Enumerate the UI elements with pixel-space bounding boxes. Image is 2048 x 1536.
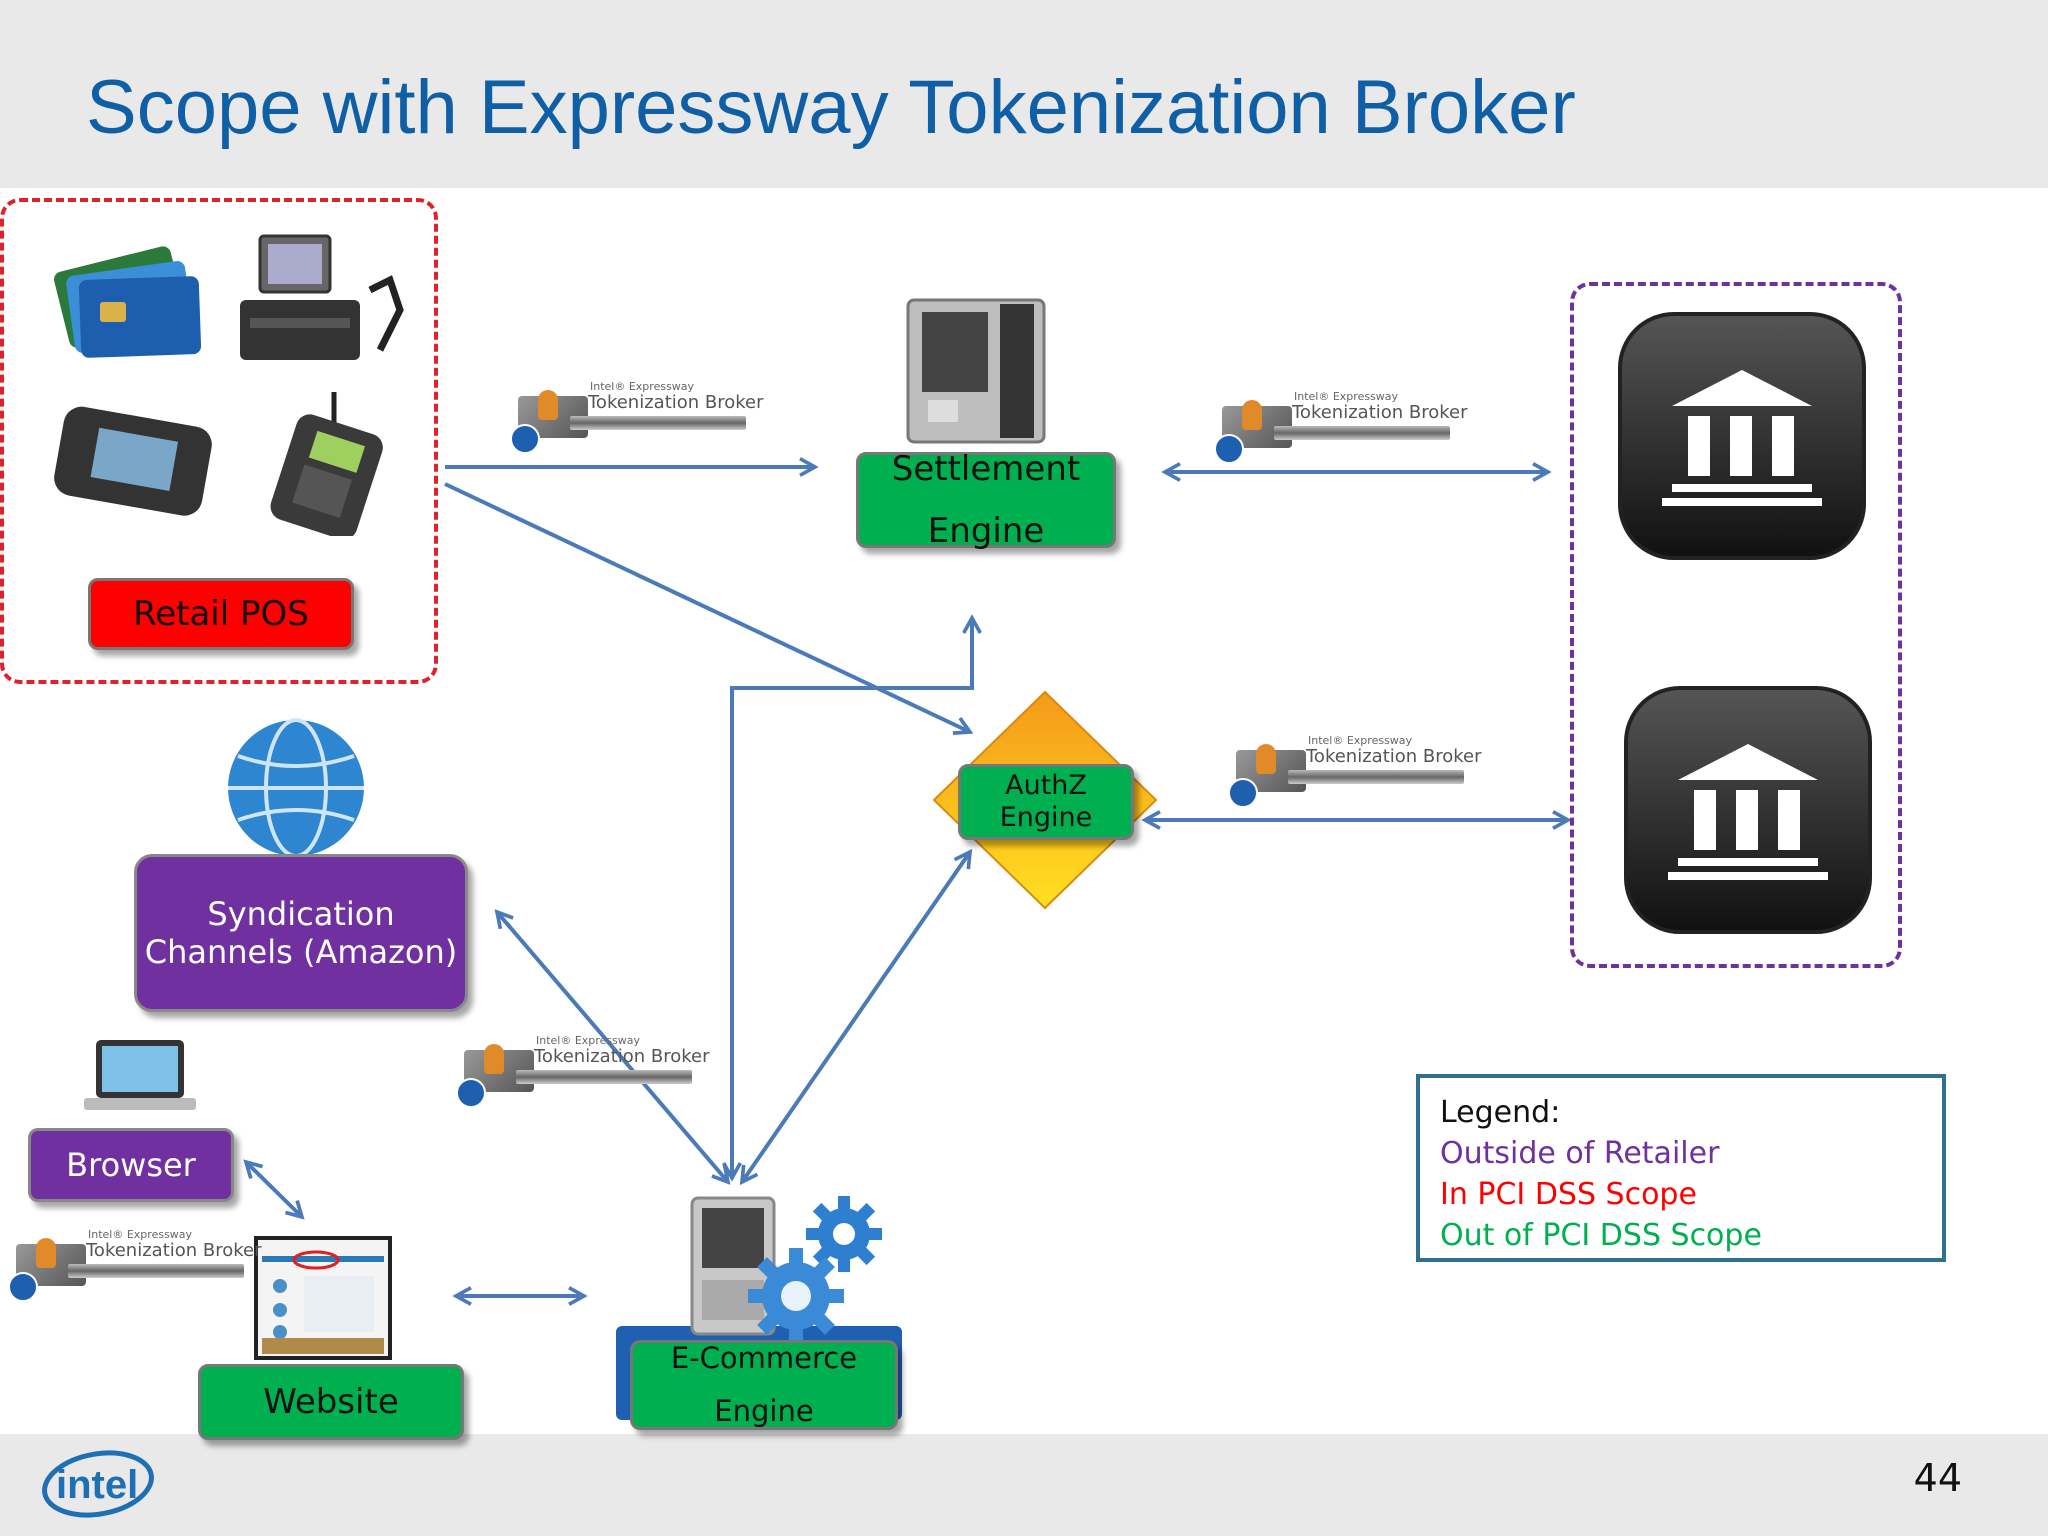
lock-icon xyxy=(510,424,540,454)
settlement-engine-box: Settlement Engine xyxy=(856,449,1116,551)
legend-item: In PCI DSS Scope xyxy=(1440,1177,1697,1212)
gear-icon xyxy=(804,1194,884,1274)
legend-item: Outside of Retailer xyxy=(1440,1136,1720,1171)
bank-icon xyxy=(1624,686,1872,934)
tokenization-broker-badge: Intel® Expressway Tokenization Broker xyxy=(8,1220,262,1302)
webpage-icon xyxy=(254,1236,392,1360)
lock-icon xyxy=(1214,434,1244,464)
browser-box: Browser xyxy=(28,1128,234,1202)
arrow-browser-website xyxy=(246,1162,302,1217)
authz-engine-box: AuthZ Engine xyxy=(958,764,1134,840)
laptop-icon xyxy=(80,1036,200,1116)
tokenization-broker-badge: Intel® Expressway Tokenization Broker xyxy=(456,1026,710,1108)
ecommerce-engine-box: E-Commerce Engine xyxy=(630,1340,898,1430)
legend-heading: Legend: xyxy=(1440,1095,1561,1130)
slide-footer xyxy=(0,1434,2048,1536)
website-box: Website xyxy=(198,1364,464,1440)
gear-icon xyxy=(746,1246,846,1346)
globe-icon xyxy=(224,716,368,860)
slide-header xyxy=(0,0,2048,188)
lock-icon xyxy=(1228,778,1258,808)
intel-logo: intel xyxy=(36,1444,156,1524)
lock-icon xyxy=(8,1272,38,1302)
slide-title: Scope with Expressway Tokenization Broke… xyxy=(86,65,1576,150)
retail-pos-zone xyxy=(0,198,438,684)
handheld-terminal-icon xyxy=(262,386,392,540)
logo-wordmark: intel xyxy=(56,1463,138,1507)
bank-icon xyxy=(1618,312,1866,560)
tokenization-broker-badge: Intel® Expressway Tokenization Broker xyxy=(1228,726,1482,808)
server-icon xyxy=(904,296,1048,446)
syndication-box: Syndication Channels (Amazon) xyxy=(134,854,468,1012)
card-reader-icon xyxy=(44,396,220,526)
legend-item: Out of PCI DSS Scope xyxy=(1440,1218,1762,1253)
retail-pos-label: Retail POS xyxy=(88,578,354,650)
lock-icon xyxy=(456,1078,486,1108)
arrow-ecommerce-syndication xyxy=(497,912,728,1182)
legend: Legend: Outside of Retailer In PCI DSS S… xyxy=(1416,1074,1946,1262)
arrow-ecommerce-authz xyxy=(742,852,970,1182)
tokenization-broker-badge: Intel® Expressway Tokenization Broker xyxy=(510,372,764,454)
banks-zone xyxy=(1570,282,1902,968)
arrow-ecommerce-to-settlement xyxy=(732,618,972,1178)
page-number: 44 xyxy=(1913,1456,1962,1500)
credit-cards-icon xyxy=(46,232,216,362)
tokenization-broker-badge: Intel® Expressway Tokenization Broker xyxy=(1214,382,1468,464)
pos-terminal-icon xyxy=(230,230,410,370)
